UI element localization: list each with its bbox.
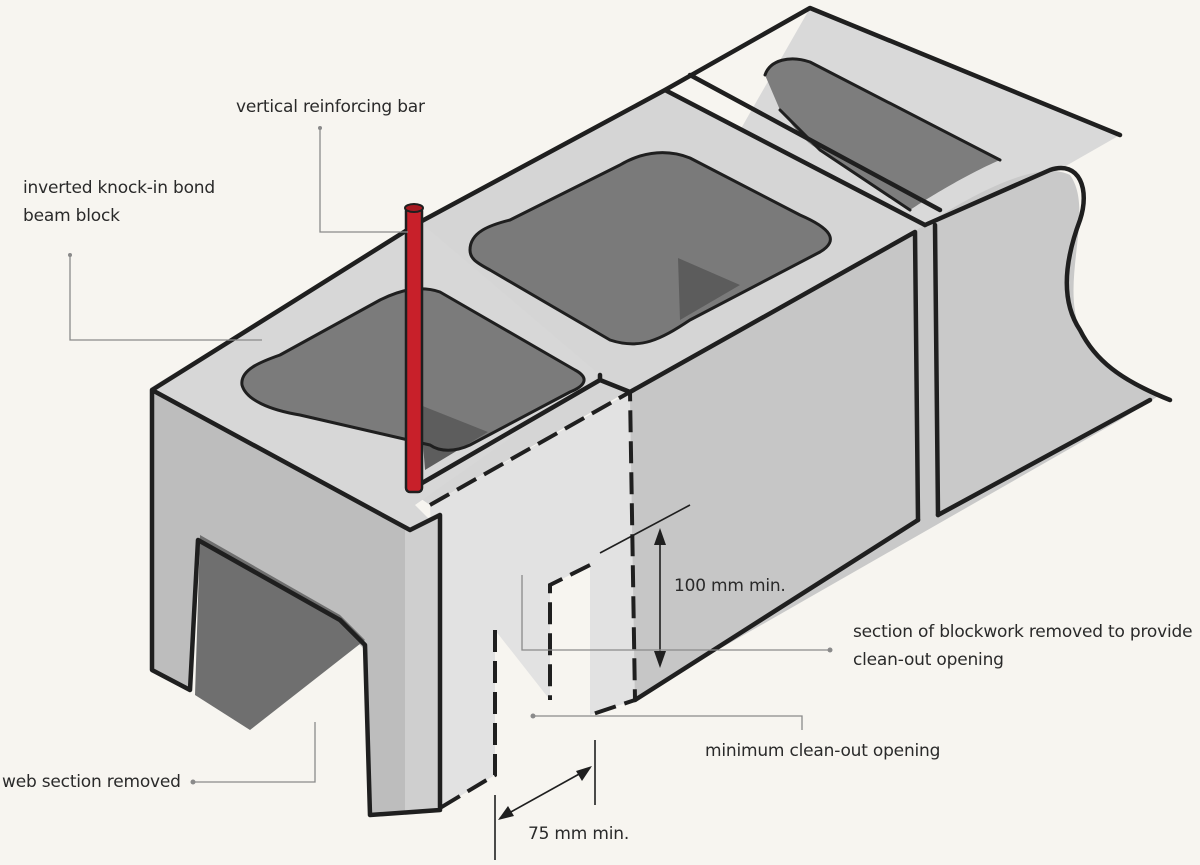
label-section-removed-line2: clean-out opening [853, 650, 1004, 670]
label-width-min: 75 mm min. [528, 824, 630, 844]
label-min-opening: minimum clean-out opening [705, 741, 941, 761]
height-arrow-top [654, 528, 666, 545]
middle-block-side-face [630, 232, 918, 700]
leader-dot-section-removed [827, 647, 833, 653]
rear-cavity-outline [763, 57, 1002, 212]
front-block-outline [149, 219, 443, 818]
front-block-side-strip [405, 512, 440, 815]
middle-cavity-outline [468, 151, 832, 346]
reinforcing-bar-top [404, 203, 424, 213]
label-web-removed: web section removed [2, 772, 181, 792]
front-block-cavity-web [420, 405, 488, 470]
label-knock-in-line1: inverted knock-in bond [23, 178, 215, 198]
rear-block-cavity [765, 58, 1000, 211]
label-section-removed-line1: section of blockwork removed to provide [853, 622, 1193, 642]
leader-min-opening [533, 715, 803, 730]
width-dimension-line [499, 767, 591, 819]
height-extension-top [599, 504, 691, 554]
bottom-edge-outline [632, 397, 1153, 703]
label-knock-in-block: inverted knock-in bond beam block [23, 174, 215, 230]
leader-reinforcing-bar [319, 128, 408, 233]
block-top-outline [417, 5, 1123, 228]
label-height-min: 100 mm min. [674, 576, 786, 596]
leader-dot-knock-in [68, 253, 72, 257]
label-section-removed: section of blockwork removed to provide … [853, 618, 1193, 674]
middle-block-cavity-web [678, 258, 740, 320]
removed-section-dashed-outline [429, 388, 638, 810]
leader-section-removed [521, 575, 830, 651]
leader-dot-web-removed [190, 779, 196, 785]
height-arrow-bottom [654, 651, 666, 668]
leader-web-removed [193, 722, 316, 783]
label-knock-in-line2: beam block [23, 206, 120, 226]
leader-knock-in [69, 255, 262, 341]
web-removed-opening [195, 535, 365, 730]
label-reinforcing-bar: vertical reinforcing bar [236, 97, 425, 117]
reinforcing-bar [404, 205, 424, 494]
width-arrow-left [498, 806, 514, 820]
middle-block-cavity [470, 152, 831, 344]
width-arrow-right [576, 766, 592, 781]
leader-dot-min-opening [530, 713, 536, 719]
leader-dot-reinforcing-bar [318, 126, 322, 130]
block-joint-outline [407, 165, 1173, 523]
removed-section-face [430, 392, 635, 808]
front-cavity-outline [240, 287, 586, 452]
